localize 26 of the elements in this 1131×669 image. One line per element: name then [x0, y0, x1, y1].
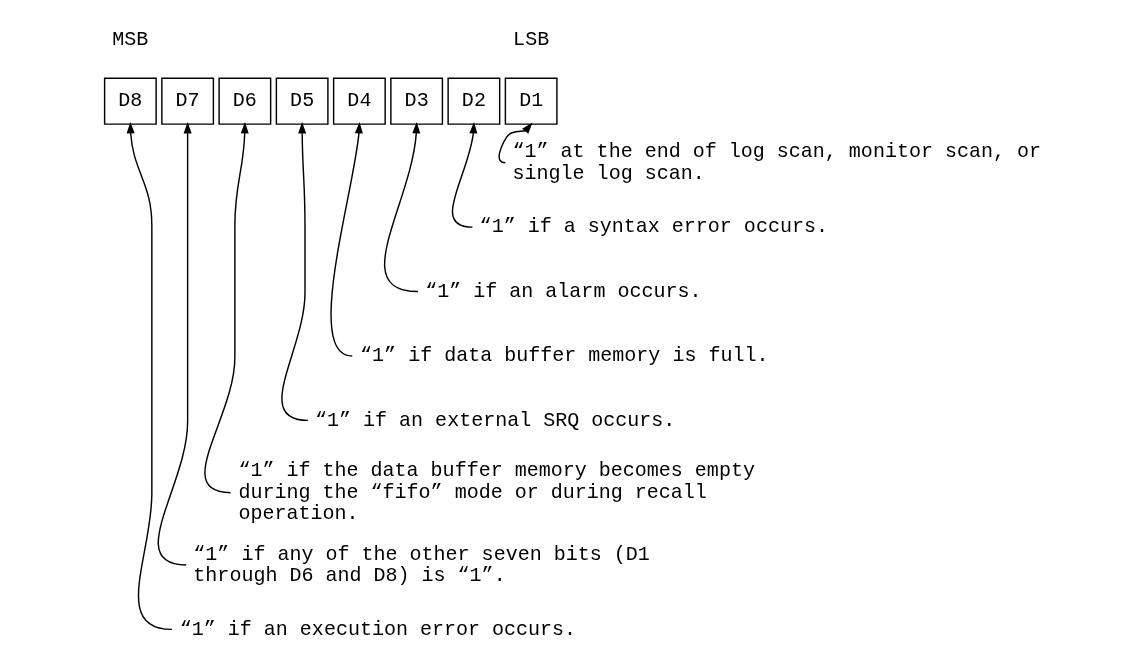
arrow	[126, 121, 173, 631]
arrow	[383, 121, 421, 293]
node-text: “1” if an alarm occurs.	[425, 279, 702, 303]
node-text: “1” if an external SRQ occurs.	[315, 408, 676, 432]
node-text: “1” if data buffer memory is full.	[360, 344, 769, 368]
node-box: D6	[218, 77, 272, 125]
node-box: D3	[390, 77, 444, 125]
label: MSB	[112, 27, 149, 51]
arrow	[451, 121, 478, 228]
node-box: D2	[447, 77, 501, 125]
node-text: “1” at the end of log scan, monitor scan, or single log scan.	[512, 140, 1042, 185]
node-text: “1” if a syntax error occurs.	[479, 215, 828, 239]
node-text: “1” if the data buffer memory becomes empty during the “fifo” mode or during recall operation.	[238, 459, 755, 526]
node-box: D4	[332, 77, 386, 125]
node-box: D5	[275, 77, 329, 125]
arrow	[157, 121, 192, 566]
arrow	[330, 121, 363, 357]
arrow	[281, 121, 309, 422]
node-text: “1” if an execution error occurs.	[179, 617, 577, 641]
arrow	[204, 121, 249, 494]
node-text: “1” if any of the other seven bits (D1 through D6 and D8) is “1”.	[193, 542, 650, 587]
node-box: D7	[161, 77, 215, 125]
label: LSB	[513, 27, 550, 51]
arrow	[498, 122, 533, 164]
node-box: D1	[504, 77, 558, 125]
node-box: D8	[103, 77, 157, 125]
